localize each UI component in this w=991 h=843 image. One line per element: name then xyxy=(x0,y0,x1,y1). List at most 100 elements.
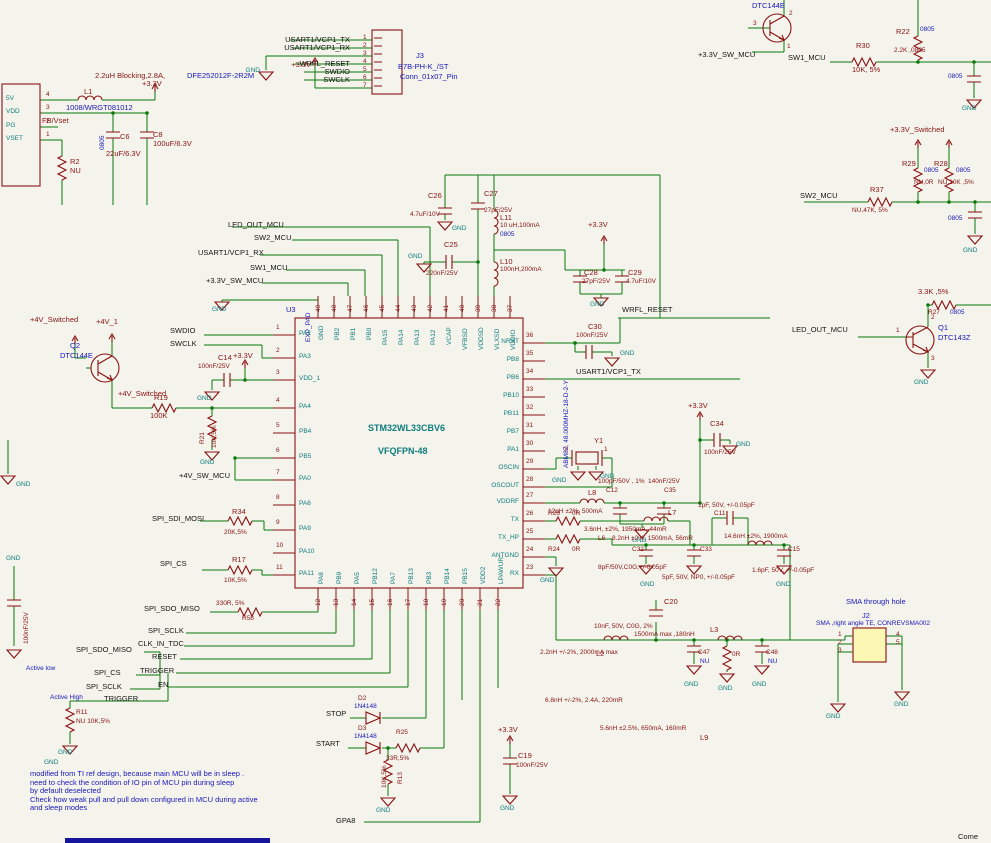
value-label: 100nF/25V xyxy=(704,449,736,456)
pin-number-label: 18 xyxy=(423,598,430,606)
value-label: 3.6nH, ±2%, 1950mA, 44mR xyxy=(584,526,667,533)
value-label: C32 xyxy=(632,546,644,553)
transistor-q2-symbol xyxy=(90,353,120,383)
value-label: 100nF/25V xyxy=(516,762,548,769)
pin-number-label: 22 xyxy=(495,598,502,606)
value-label: 10K,5% xyxy=(381,765,388,788)
value-label: R22 xyxy=(896,27,910,36)
pin-name-label: PA15 xyxy=(382,329,389,345)
gnd-label: GND xyxy=(376,807,391,814)
value-label: 4.7uF/10V xyxy=(626,278,656,285)
pin-name-label: PB3 xyxy=(426,571,433,584)
gnd-label: GND xyxy=(718,685,733,692)
power-label: +3.3V_Switched xyxy=(890,125,945,134)
value-label: C28 xyxy=(584,268,598,277)
part-number-label: J2 xyxy=(862,611,870,620)
net-label: START xyxy=(316,739,340,748)
value-label: 12nH ±2%, 500mA xyxy=(548,508,603,515)
pin-name-label: ANTGND xyxy=(491,552,519,559)
value-label: 2.2nH +/-2%, 2000mA max xyxy=(540,649,618,656)
value-label: 1pF, 50V, +/-0.05pF xyxy=(698,502,755,509)
value-label: C14 xyxy=(218,353,232,362)
junction-dots xyxy=(111,60,977,750)
value-label: D3 xyxy=(358,725,367,732)
pin-name-label: PB10 xyxy=(503,392,519,399)
value-label: NU,0R xyxy=(914,179,934,186)
net-label: SPI_CS xyxy=(94,668,121,677)
pin-name-label: PB5 xyxy=(299,453,312,460)
net-label: +4V_SW_MCU xyxy=(178,471,230,480)
value-label: R21 xyxy=(199,432,206,444)
net-label: SW2_MCU xyxy=(800,191,838,200)
part-number-label: 0805 xyxy=(948,215,963,222)
pin-name-label: PA7 xyxy=(390,572,397,584)
value-label: 100nF/25V xyxy=(576,332,608,339)
gnd-label: GND xyxy=(540,577,555,584)
pin-name-label: PG xyxy=(6,122,16,129)
pin-number-label: 23 xyxy=(526,564,534,571)
value-label: 5.6nH ±2.5%, 650mA, 160mR xyxy=(600,725,687,732)
pin-name-label: PB12 xyxy=(372,568,379,584)
pin-name-label: NRST xyxy=(501,338,519,345)
pin-number-label: 7 xyxy=(363,82,367,89)
mcu-package: VFQFPN-48 xyxy=(378,446,428,456)
pin-number-label: 3 xyxy=(931,355,935,362)
pin-number-label: 5 xyxy=(363,66,367,73)
value-label: 140nF/25V xyxy=(648,478,680,485)
net-label: USART1/VCP1_TX xyxy=(285,35,350,44)
value-label: 1.6pF, 50V, +/-0.05pF xyxy=(752,567,815,574)
value-label: 10K,5% xyxy=(211,425,218,448)
net-label: USART1/VCP1_RX xyxy=(284,43,350,52)
part-number-label: J3 xyxy=(416,51,424,60)
value-label: 100pF/50V , 1% xyxy=(598,478,645,485)
pin-number-label: 29 xyxy=(526,458,534,465)
pin-number-label: 31 xyxy=(526,422,534,429)
pin-number-label: 41 xyxy=(443,304,450,312)
part-number-label: NU xyxy=(700,658,710,665)
value-label: NU 10K,5% xyxy=(76,718,110,725)
gnd-label: GND xyxy=(620,350,635,357)
connector-j2-symbol xyxy=(852,627,887,663)
pin-number-label: 19 xyxy=(441,598,448,606)
pin-number-label: 32 xyxy=(526,404,534,411)
value-label: D2 xyxy=(358,695,367,702)
pin-number-label: 25 xyxy=(526,528,534,535)
net-label: LED_OUT_MCU xyxy=(228,220,284,229)
pin-number-label: 28 xyxy=(526,476,534,483)
value-label: R19 xyxy=(154,393,168,402)
pin-number-label: 1 xyxy=(787,43,791,50)
pin-number-label: 4 xyxy=(896,631,900,638)
pin-name-label: PB7 xyxy=(506,428,519,435)
net-label: Come xyxy=(958,832,979,841)
pin-number-label: 21 xyxy=(477,598,484,606)
pin-name-label: PB2 xyxy=(334,327,341,340)
pin-name-label: PB1 xyxy=(350,327,357,340)
gnd-label: GND xyxy=(452,225,467,232)
net-label: SWCLK xyxy=(170,339,197,348)
value-label: 10K, 5% xyxy=(852,65,881,74)
pin-name-label: 5V xyxy=(6,95,14,102)
gnd-label: GND xyxy=(776,581,791,588)
pin-number-label: 10 xyxy=(276,542,284,549)
pin-number-label: 8 xyxy=(276,494,280,501)
value-label: R13 xyxy=(397,772,404,784)
value-label: R29 xyxy=(902,159,916,168)
value-label: 2.2uH Blocking,2.8A, xyxy=(95,71,166,80)
pin-number-label: 6 xyxy=(276,447,280,454)
pin-number-label: 42 xyxy=(427,304,434,312)
pin-number-label: 48 xyxy=(331,304,338,312)
crystal-y1-symbol xyxy=(575,451,599,465)
value-label: C19 xyxy=(518,751,532,760)
gnd-label: GND xyxy=(6,555,21,562)
part-number-label: Q2 xyxy=(70,341,81,350)
value-label: L2 xyxy=(596,649,605,658)
net-label: STOP xyxy=(326,709,347,718)
part-number-label: SMA through hole xyxy=(846,597,906,606)
value-label: R27 xyxy=(928,309,940,316)
value-label: 100K xyxy=(150,411,168,420)
pin-number-label: 46 xyxy=(363,304,370,312)
net-label: SPI_SCLK xyxy=(148,626,184,635)
part-number-label: DTC143Z xyxy=(938,333,971,342)
